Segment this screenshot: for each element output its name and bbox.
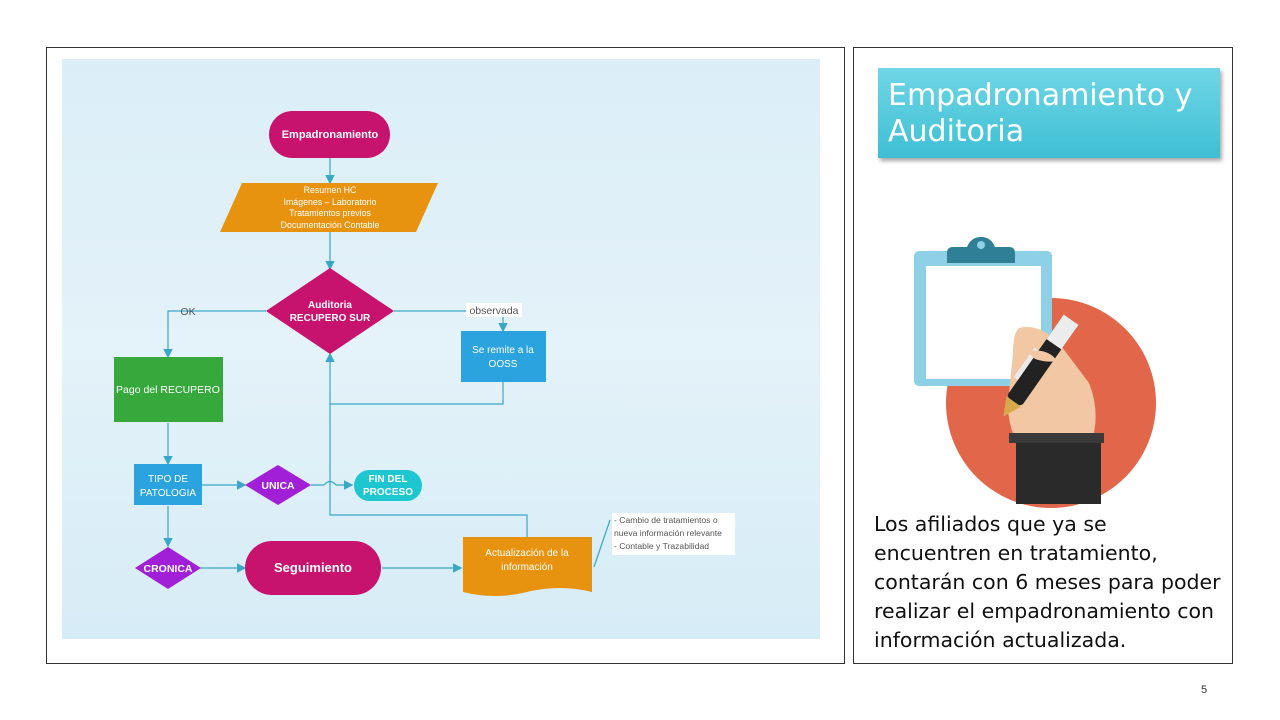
pathology-box: [134, 464, 202, 505]
edge-update-back: [329, 404, 528, 537]
update-document-label: información: [501, 562, 553, 573]
slide-title-box: Empadronamiento y Auditoria: [878, 68, 1220, 158]
audit-decision-label: Auditoria: [308, 300, 352, 311]
note-line: - Contable y Trazabilidad: [614, 541, 709, 551]
followup-node: [245, 541, 381, 595]
edge-unique-to-end: [311, 480, 354, 490]
edge-label-observed: observada: [469, 305, 518, 317]
body-text: Los afiliados que ya se encuentren en tr…: [874, 512, 1221, 652]
clipboard-clip-icon: [947, 237, 1015, 263]
input-line: Imágenes – Laboratorio: [284, 197, 377, 207]
end-node-label: PROCESO: [363, 487, 413, 498]
update-document-label: Actualización de la: [485, 548, 569, 559]
edge-audit-ok: [163, 310, 266, 359]
slide-title: Empadronamiento y Auditoria: [888, 78, 1193, 149]
sleeve-shape: [1016, 436, 1101, 504]
remit-box: [461, 331, 546, 382]
audit-decision-label: RECUPERO SUR: [290, 313, 371, 324]
unique-decision: [245, 465, 311, 505]
edge-remit-back: [325, 352, 504, 405]
note-connector: [593, 519, 611, 568]
payment-box: [114, 357, 223, 422]
chronic-decision-label: CRONICA: [144, 563, 193, 575]
edge-label-ok: OK: [180, 306, 195, 318]
audit-decision: [266, 268, 394, 354]
chronic-decision: [135, 547, 201, 589]
followup-node-label: Seguimiento: [274, 560, 352, 575]
pathology-box-label: PATOLOGIA: [140, 488, 196, 499]
info-panel: Empadronamiento y Auditoria Los afiliado…: [853, 47, 1233, 664]
input-line: Resumen HC: [304, 185, 357, 195]
start-node-label: Empadronamiento: [282, 129, 379, 141]
end-node: [354, 470, 422, 501]
update-document-node: [463, 537, 592, 596]
remit-box-label: OOSS: [489, 359, 518, 370]
note-line: nueva información relevante: [614, 528, 722, 538]
input-line: Tratamientos previos: [289, 208, 371, 218]
remit-box-label: Se remite a la: [472, 345, 534, 356]
flowchart-panel: OK observada Empadronamiento Resumen HC …: [46, 47, 845, 664]
end-node-label: FIN DEL: [369, 474, 408, 485]
input-data-node: [220, 183, 438, 232]
flowchart: OK observada Empadronamiento Resumen HC …: [114, 111, 735, 596]
start-node: [269, 111, 390, 158]
page-number: 5: [1201, 684, 1208, 696]
input-line: Documentación Contable: [281, 220, 380, 230]
unique-decision-label: UNICA: [261, 480, 295, 492]
clipboard-pen-illustration: [914, 237, 1156, 508]
note-box: [612, 513, 735, 555]
pathology-box-label: TIPO DE: [148, 474, 188, 485]
note-line: - Cambio de tratamientos o: [614, 515, 718, 525]
payment-box-label: Pago del RECUPERO: [116, 384, 220, 396]
